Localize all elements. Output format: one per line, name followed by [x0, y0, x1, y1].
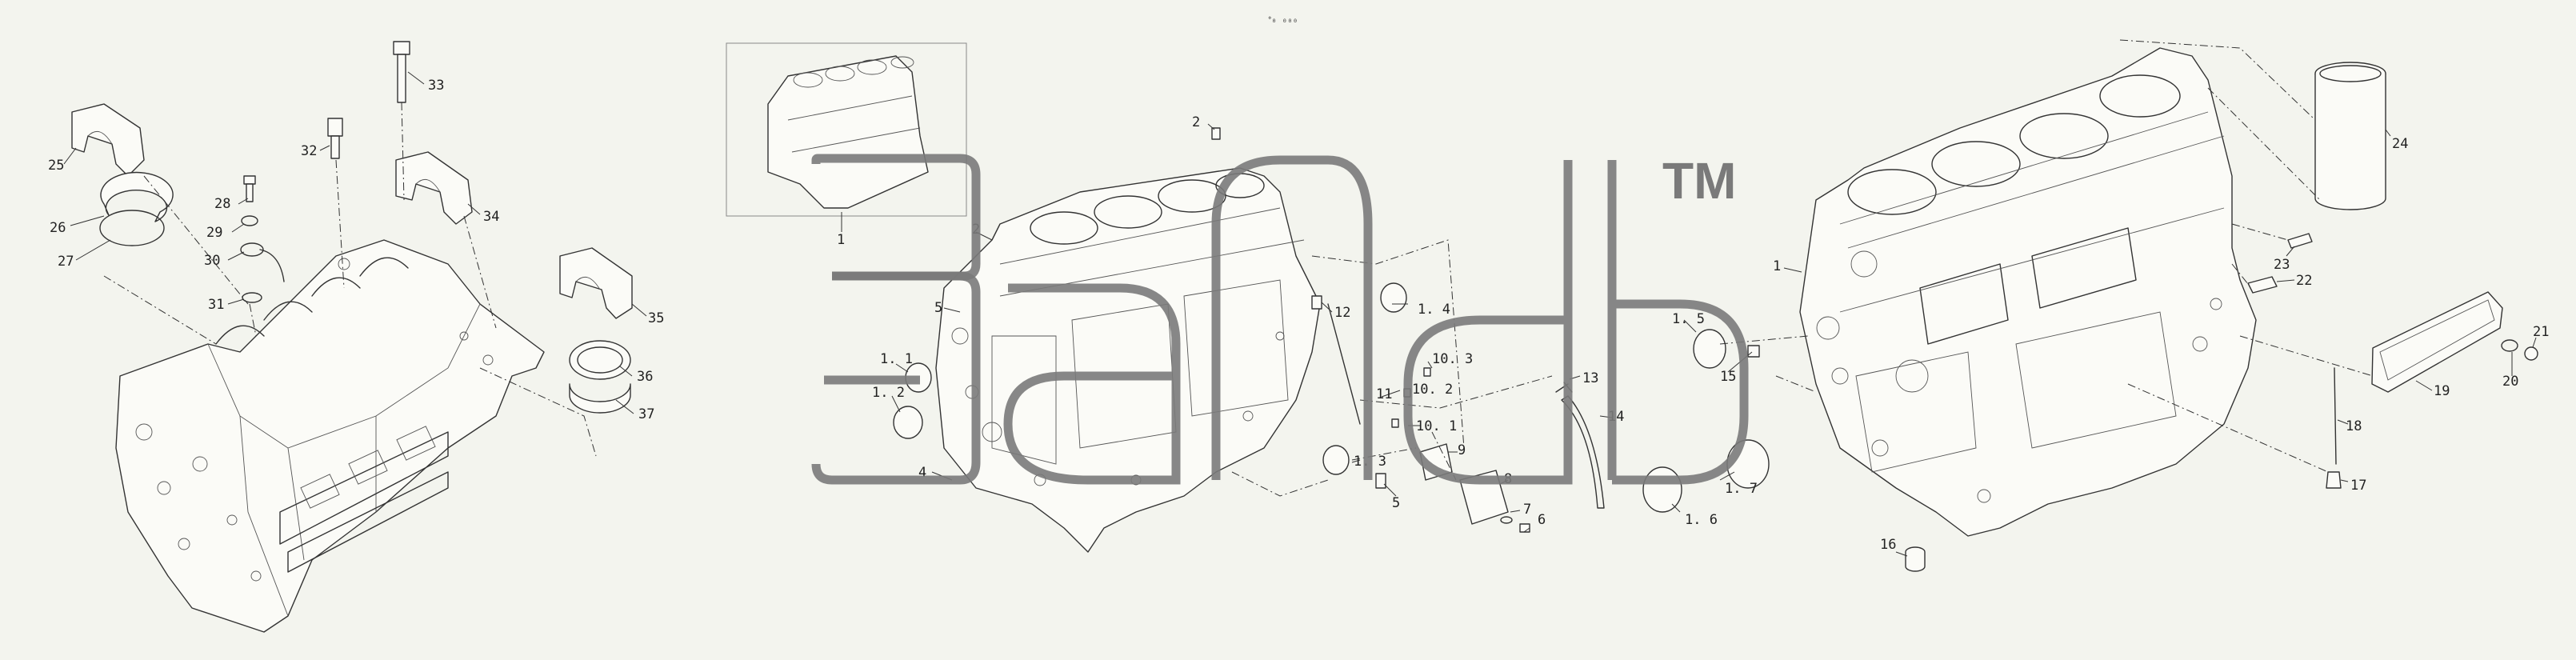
bearing-cap-35[interactable] — [559, 247, 633, 319]
left-block-assembly[interactable] — [115, 239, 545, 633]
callout-31: 31 — [208, 297, 224, 313]
callout-20: 20 — [2502, 374, 2518, 390]
callout-26: 26 — [50, 220, 66, 236]
thrust-shell-37[interactable] — [569, 383, 631, 414]
bearing-cap-25[interactable] — [71, 103, 145, 177]
callout-21: 21 — [2533, 324, 2549, 340]
callout-9: 9 — [1458, 442, 1466, 458]
callout-25: 25 — [48, 158, 64, 174]
callout-29: 29 — [206, 225, 222, 241]
thrust-shell-36[interactable] — [569, 340, 631, 380]
fitting-10-1[interactable] — [1391, 418, 1399, 428]
callout-36: 36 — [637, 369, 653, 385]
callout-37: 37 — [638, 406, 654, 422]
side-cover-19[interactable] — [2371, 291, 2503, 393]
callout-1b: 1 — [1773, 258, 1781, 274]
cylinder-block-left — [115, 239, 545, 633]
plug-15[interactable] — [1747, 345, 1760, 358]
trademark-symbol: TM — [1662, 152, 1736, 210]
bearing-cap-34[interactable] — [395, 151, 473, 225]
callout-13: 13 — [1582, 370, 1598, 386]
sleeve-16[interactable] — [1905, 546, 1926, 572]
callout-10-3: 10. 3 — [1432, 351, 1473, 367]
callout-1-thumb: 1 — [837, 232, 845, 248]
plug-17[interactable] — [2326, 471, 2342, 489]
callout-15: 15 — [1720, 369, 1736, 385]
callout-17: 17 — [2350, 478, 2366, 494]
nozzle-30[interactable] — [240, 242, 285, 282]
plug-1-2[interactable] — [893, 406, 923, 439]
nozzle-23[interactable] — [2287, 233, 2313, 249]
callout-24: 24 — [2392, 136, 2408, 152]
dipstick-tube-14[interactable] — [1561, 395, 1605, 509]
callout-4: 4 — [918, 465, 926, 481]
callout-23: 23 — [2274, 257, 2290, 273]
callout-2: 2 — [1192, 114, 1200, 130]
plug-12[interactable] — [1311, 295, 1322, 310]
callout-10-1: 10. 1 — [1416, 418, 1457, 434]
callout-30: 30 — [204, 253, 220, 269]
tube-18[interactable] — [2334, 367, 2337, 465]
callout-6: 6 — [1538, 512, 1546, 528]
bolt-33[interactable] — [393, 41, 410, 103]
right-small-parts[interactable] — [1642, 233, 2538, 572]
callout-1-7: 1. 7 — [1725, 481, 1758, 497]
callout-12: 12 — [1334, 305, 1350, 321]
callout-19: 19 — [2434, 383, 2450, 399]
callout-1-5: 1. 5 — [1672, 311, 1705, 327]
seal-1-6[interactable] — [1642, 466, 1682, 513]
callout-5b: 5 — [934, 300, 942, 316]
left-leaders — [63, 71, 647, 457]
assembly-thumbnail[interactable] — [726, 42, 967, 232]
callout-10-2: 10. 2 — [1412, 382, 1453, 398]
header-tag: ᐤ₀ ₀₀₀ — [1268, 14, 1298, 25]
washer-20[interactable] — [2501, 339, 2518, 352]
plug-1-3[interactable] — [1322, 445, 1350, 475]
callout-27: 27 — [58, 254, 74, 270]
callout-1-6: 1. 6 — [1685, 512, 1718, 528]
cylinder-block-right[interactable] — [1799, 47, 2257, 537]
callout-5: 5 — [1392, 495, 1400, 511]
callout-33: 33 — [428, 78, 444, 94]
cylinder-block-center[interactable] — [935, 167, 1321, 553]
callout-34: 34 — [483, 209, 499, 225]
callout-1-1: 1. 1 — [880, 351, 913, 367]
pipe-11[interactable] — [1327, 303, 1361, 425]
cylinder-liner-24[interactable] — [2314, 62, 2386, 210]
bolt-21[interactable] — [2524, 346, 2538, 361]
nozzle-22[interactable] — [2247, 276, 2278, 294]
dowel-2[interactable] — [1211, 127, 1221, 140]
callout-32: 32 — [301, 143, 317, 159]
stud-32[interactable] — [327, 118, 343, 159]
callout-22: 22 — [2296, 273, 2312, 289]
callout-1-4: 1. 4 — [1418, 302, 1450, 318]
callout-16: 16 — [1880, 537, 1896, 553]
callout-35: 35 — [648, 310, 664, 326]
bolt-6[interactable] — [1519, 523, 1530, 533]
callout-11: 11 — [1376, 386, 1392, 402]
plug-1-4[interactable] — [1380, 282, 1407, 313]
callout-labels: 25 26 27 28 29 30 31 32 33 34 35 36 37 1… — [48, 78, 2549, 553]
callout-28: 28 — [214, 196, 230, 212]
fitting-10-3[interactable] — [1423, 367, 1431, 377]
callout-18: 18 — [2346, 418, 2362, 434]
bolt-28[interactable] — [243, 175, 256, 202]
bearing-shell-26[interactable] — [99, 171, 174, 246]
stud-5[interactable] — [1375, 473, 1386, 489]
washer-7[interactable] — [1500, 516, 1513, 524]
callout-7: 7 — [1523, 502, 1531, 518]
watermark-logo: TM — [811, 152, 1749, 485]
callout-1-2: 1. 2 — [872, 385, 905, 401]
plug-1-5[interactable] — [1693, 329, 1726, 369]
washer-29[interactable] — [241, 215, 258, 226]
